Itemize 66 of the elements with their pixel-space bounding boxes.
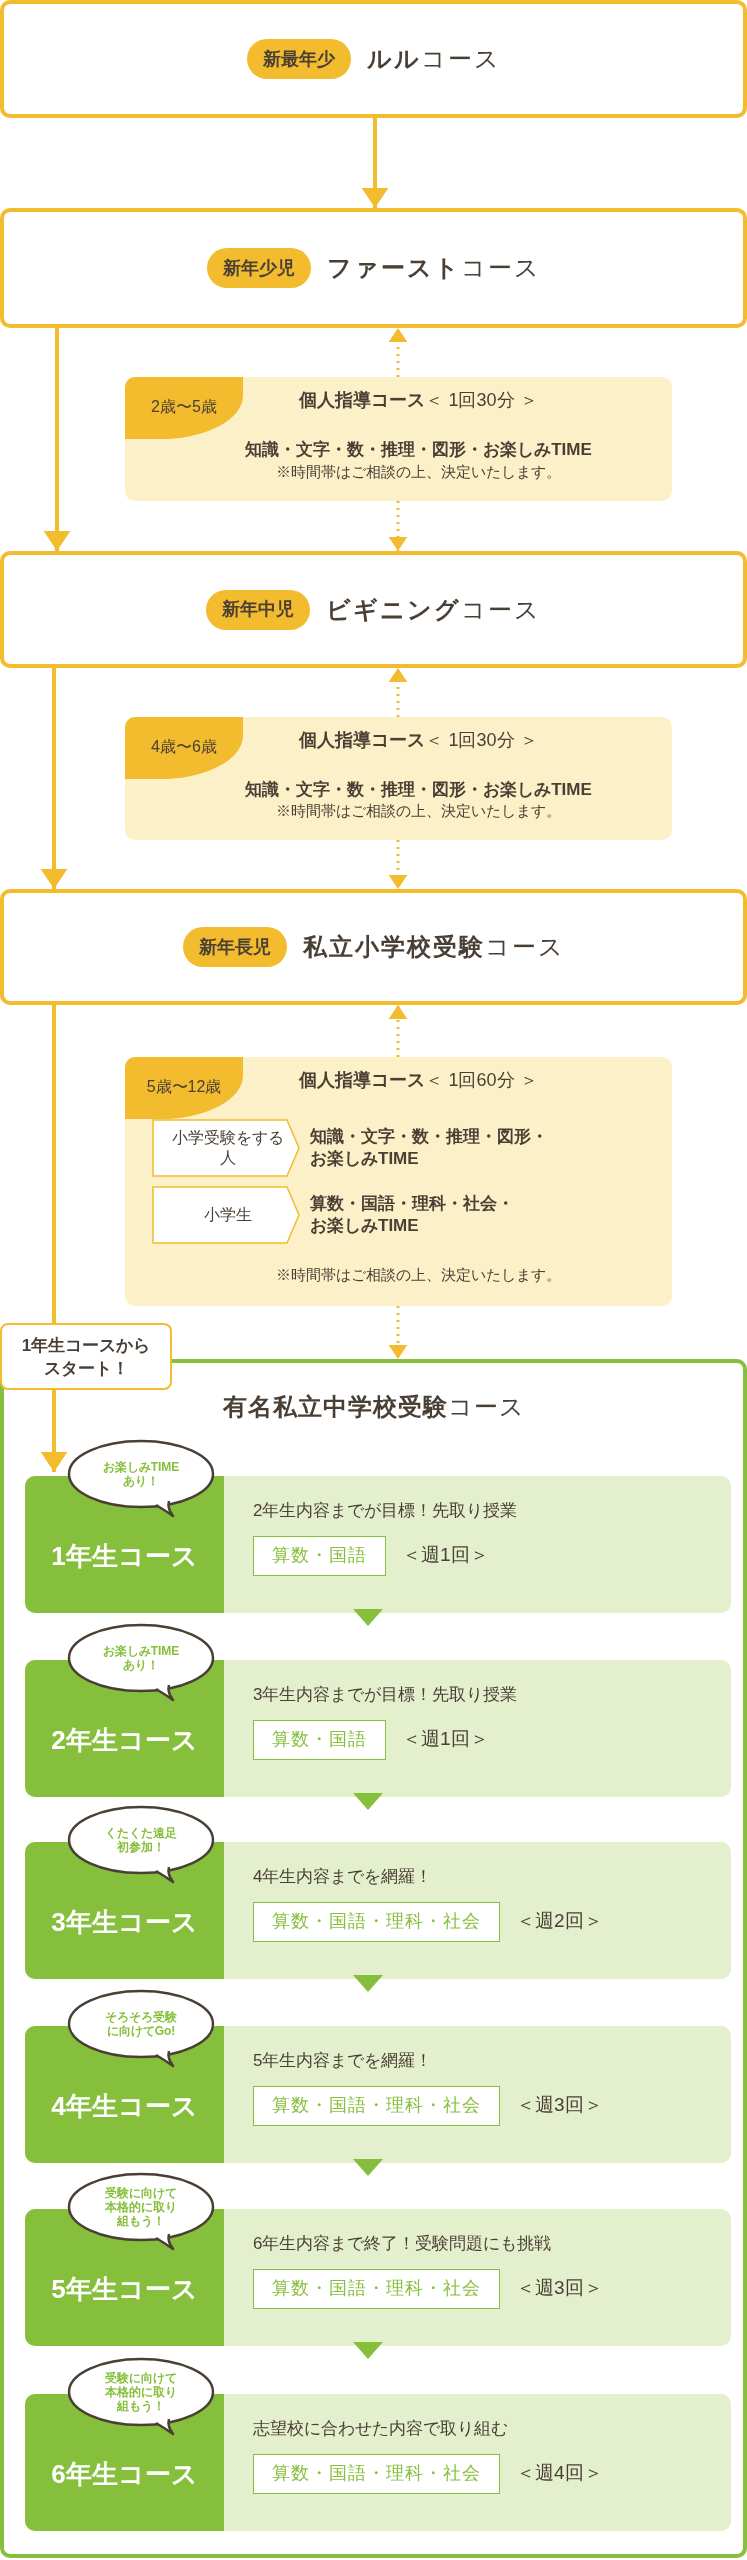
course-description: 4年生内容までを網羅！ [253, 1866, 434, 1888]
note: ※時間帯はご相談の上、決定いたします。 [276, 1265, 561, 1285]
subject-list: 知識・文字・数・推理・図形・お楽しみTIME [310, 1126, 560, 1170]
lesson-frequency: ＜週3回＞ [516, 2276, 603, 2301]
subject-list: 知識・文字・数・推理・図形・お楽しみTIME [245, 777, 592, 803]
grade-badge: 新年中児 [206, 589, 310, 630]
course-row [25, 2026, 731, 2163]
subject-list: 算数・国語・理科・社会・お楽しみTIME [310, 1193, 522, 1237]
course-heading: 個人指導コース＜ 1回30分 ＞ [299, 729, 538, 752]
student-type-tag: 小学受験をする人 [152, 1119, 300, 1177]
course-title: ビギニングコース [326, 594, 541, 625]
course-box [0, 0, 747, 118]
course-row [25, 1660, 731, 1797]
lesson-frequency: ＜週3回＞ [516, 2093, 603, 2118]
course-description: 3年生内容までが目標！先取り授業 [253, 1684, 518, 1706]
student-type-tag: 小学生 [152, 1186, 300, 1244]
course-title: ルルコース [366, 44, 501, 74]
connector-line [52, 1005, 56, 1323]
subject-tag: 算数・国語・理科・社会 [253, 2453, 500, 2494]
subject-tag: 算数・国語・理科・社会 [253, 1901, 500, 1942]
course-group-panel [0, 1359, 747, 2558]
private-lesson-panel [125, 717, 672, 840]
callout-box [0, 1323, 172, 1390]
arrow [388, 1005, 408, 1057]
course-box [0, 208, 747, 328]
course-box [0, 889, 747, 1005]
age-corner: 5歳〜12歳 [125, 1057, 243, 1119]
subject-tag: 算数・国語 [253, 1719, 386, 1760]
grade-badge: 新最年少 [246, 39, 351, 79]
lesson-frequency: ＜週1回＞ [402, 1543, 489, 1568]
course-description: 2年生内容までが目標！先取り授業 [253, 1500, 518, 1522]
private-lesson-panel [125, 377, 672, 501]
course-title: 私立小学校受験コース [302, 932, 565, 962]
arrow [388, 840, 408, 889]
age-corner: 2歳〜5歳 [125, 377, 243, 439]
group-title: 有名私立中学校受験コース [222, 1392, 525, 1422]
subject-tag: 算数・国語 [253, 1535, 386, 1576]
age-corner: 4歳〜6歳 [125, 717, 243, 779]
course-box [0, 551, 747, 668]
subject-tag: 算数・国語・理科・社会 [253, 2085, 500, 2126]
lesson-frequency: ＜週4回＞ [516, 2461, 603, 2486]
course-row [25, 1476, 731, 1613]
arrow [43, 328, 71, 551]
course-title: ファーストコース [326, 253, 541, 283]
course-heading: 個人指導コース＜ 1回30分 ＞ [299, 389, 538, 412]
callout-text: 1年生コースからスタート！ [20, 1334, 152, 1380]
grade-badge: 新年少児 [206, 248, 311, 288]
arrow [388, 1306, 408, 1359]
lesson-frequency: ＜週1回＞ [402, 1727, 489, 1752]
arrow [40, 668, 68, 889]
subject-list: 知識・文字・数・推理・図形・お楽しみTIME [245, 437, 592, 463]
private-lesson-panel [125, 1057, 672, 1306]
arrow [40, 1390, 68, 1472]
note: ※時間帯はご相談の上、決定いたします。 [276, 801, 561, 821]
course-description: 6年生内容まで終了！受験問題にも挑戦 [253, 2233, 553, 2255]
arrow [388, 668, 408, 717]
arrow [388, 328, 408, 377]
arrow [361, 118, 389, 208]
course-description: 5年生内容までを網羅！ [253, 2050, 434, 2072]
grade-badge: 新年長児 [182, 927, 287, 967]
course-heading: 個人指導コース＜ 1回60分 ＞ [299, 1069, 538, 1092]
lesson-frequency: ＜週2回＞ [516, 1909, 603, 1934]
course-description: 志望校に合わせた内容で取り組む [253, 2418, 509, 2440]
arrow [388, 501, 408, 551]
note: ※時間帯はご相談の上、決定いたします。 [276, 462, 561, 482]
subject-tag: 算数・国語・理科・社会 [253, 2268, 500, 2309]
